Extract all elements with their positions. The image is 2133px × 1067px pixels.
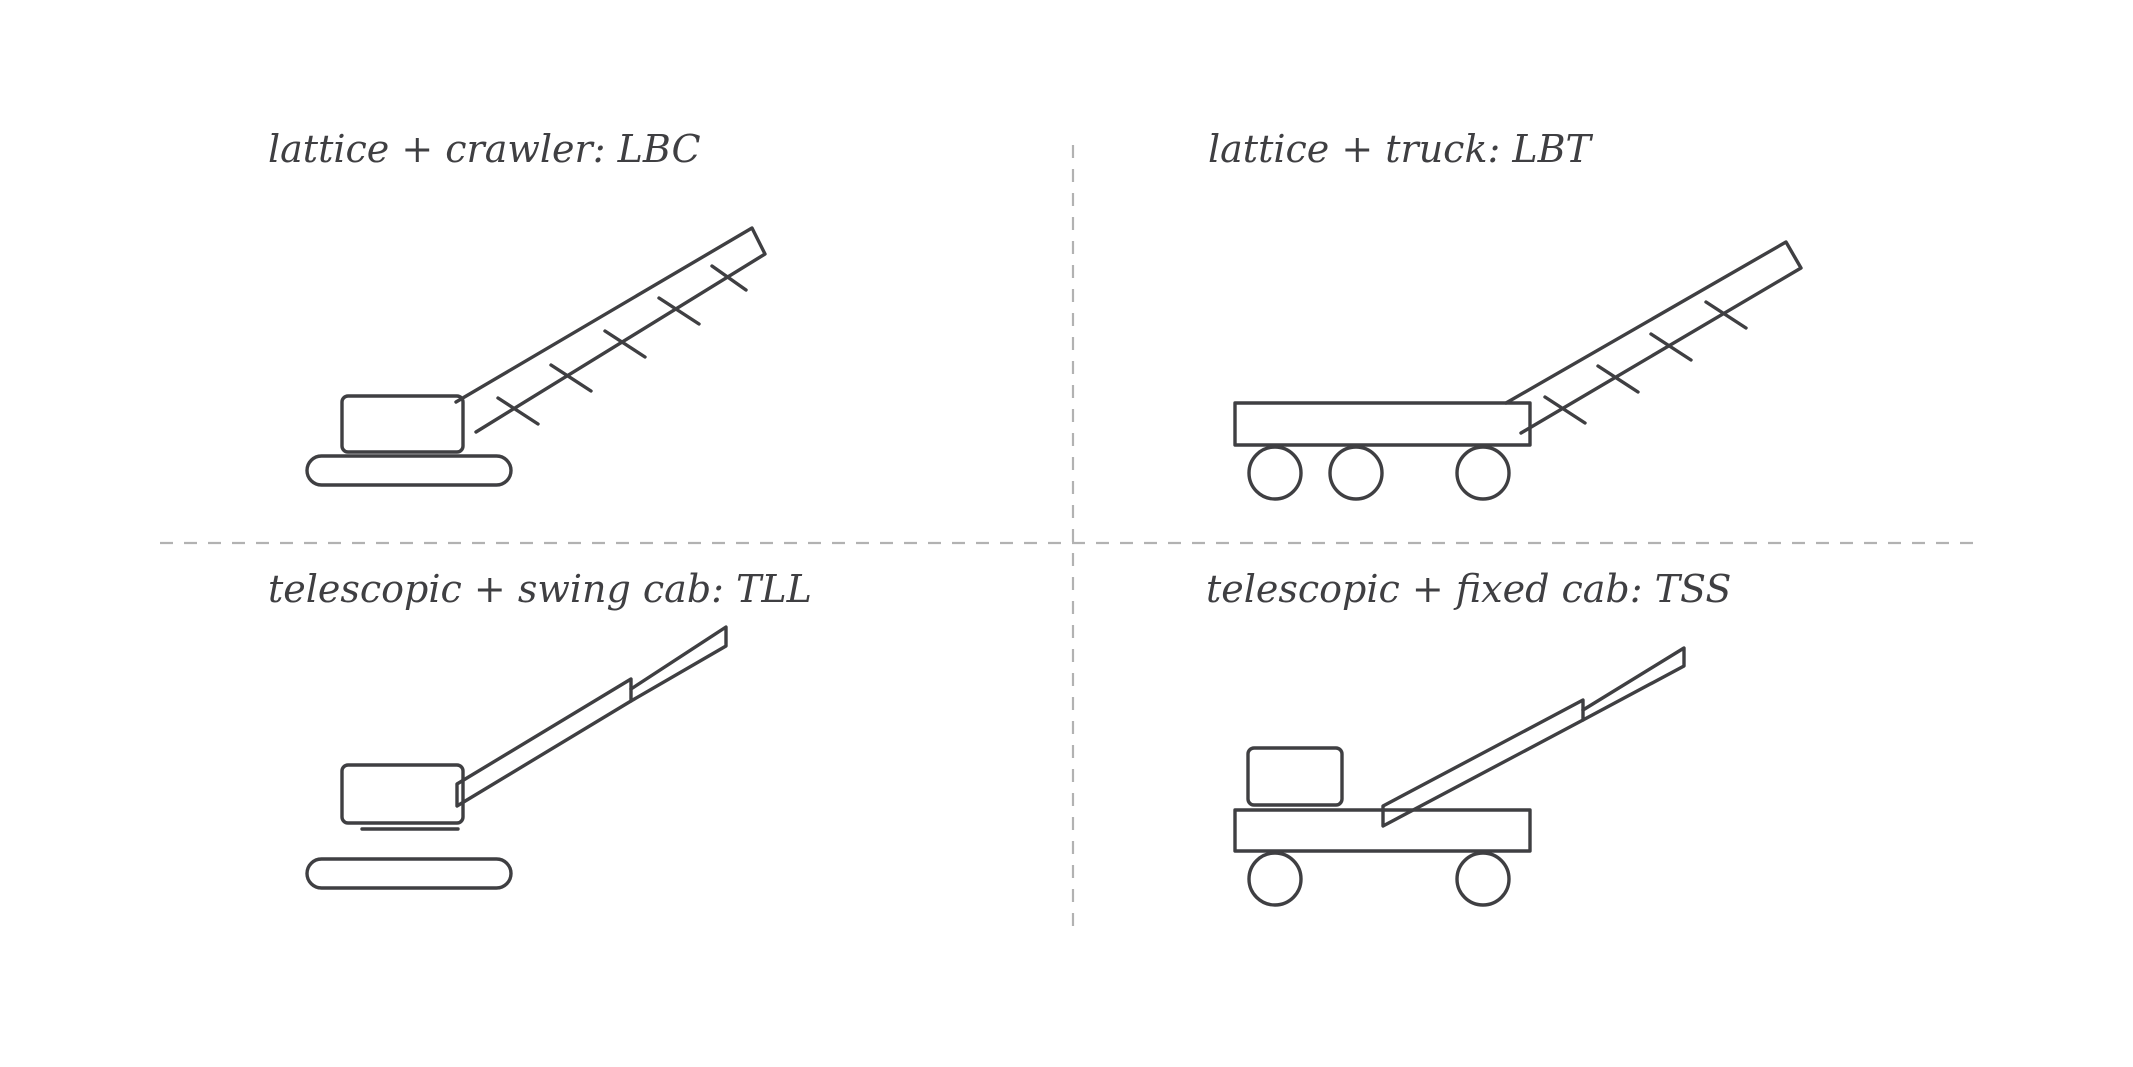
lattice-brace <box>549 363 593 393</box>
panel-lbc: lattice + crawler: LBC <box>268 127 767 487</box>
truck-wheel <box>1455 445 1511 501</box>
lattice-brace <box>1543 395 1587 425</box>
panel-tll: telescopic + swing cab: TLL <box>268 567 812 890</box>
panel-tss: telescopic + fixed cab: TSS <box>1206 567 1731 907</box>
lbc-crane-illustration <box>305 226 767 487</box>
panel-tss-label: telescopic + fixed cab: TSS <box>1206 567 1731 611</box>
truck-chassis <box>1233 401 1532 447</box>
lattice-brace <box>1649 332 1693 362</box>
panel-lbt: lattice + truck: LBT <box>1208 127 1803 501</box>
boom-base-section <box>455 677 633 808</box>
crawler-track <box>305 857 513 890</box>
cab <box>340 763 465 825</box>
panel-lbt-label: lattice + truck: LBT <box>1208 127 1594 171</box>
truck-wheel <box>1247 851 1303 907</box>
lattice-brace <box>1704 300 1748 330</box>
truck-wheel <box>1247 445 1303 501</box>
lattice-boom <box>454 226 767 434</box>
truck-wheel <box>1455 851 1511 907</box>
tll-crane-illustration <box>305 625 728 890</box>
truck-wheel <box>1328 445 1384 501</box>
boom-extension-section <box>629 625 728 703</box>
lattice-brace <box>603 329 647 359</box>
boom-base-section <box>1381 698 1585 828</box>
lattice-brace <box>710 264 748 292</box>
lattice-brace <box>657 296 701 326</box>
tss-crane-illustration <box>1233 646 1686 907</box>
crawler-track <box>305 454 513 487</box>
telescopic-boom <box>1381 646 1686 828</box>
cab <box>1246 746 1344 807</box>
telescopic-boom <box>455 625 728 808</box>
cab <box>340 394 465 454</box>
boom-outline <box>1504 240 1803 435</box>
lattice-brace <box>496 396 540 426</box>
panel-tll-label: telescopic + swing cab: TLL <box>268 567 812 611</box>
lattice-brace <box>1596 364 1640 394</box>
panel-lbc-label: lattice + crawler: LBC <box>268 127 701 171</box>
lbt-crane-illustration <box>1233 240 1803 501</box>
lattice-boom <box>1504 240 1803 435</box>
boom-extension-section <box>1581 646 1686 722</box>
